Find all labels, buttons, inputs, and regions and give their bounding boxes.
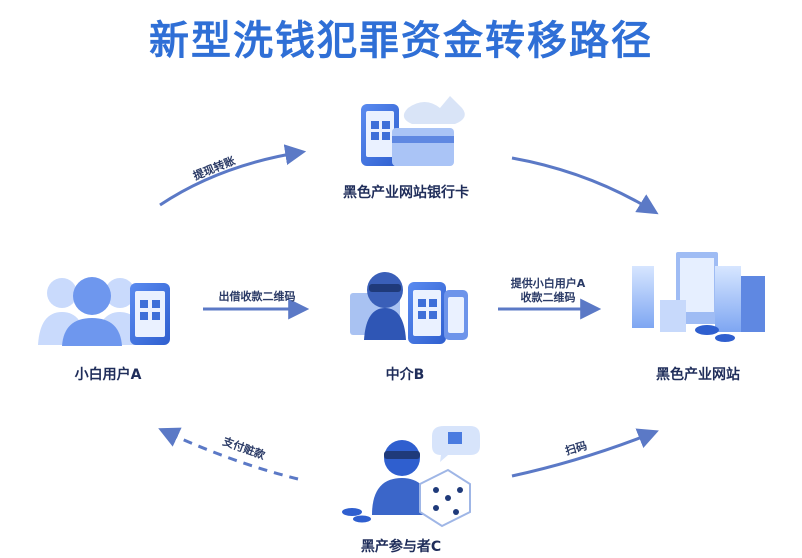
intermediary-illustration <box>350 272 468 344</box>
node-label-black-site: 黑色产业网站 <box>656 367 740 383</box>
arrow-pay-stolen <box>158 427 299 481</box>
edge-label-lend-qr: 出借收款二维码 <box>218 290 296 303</box>
edge-label-provide-qr-line2: 收款二维码 <box>520 291 576 304</box>
bank-card-illustration <box>361 96 465 166</box>
arrow-withdraw-transfer <box>159 144 307 207</box>
page-title: 新型洗钱犯罪资金转移路径 <box>149 18 653 64</box>
participant-c-illustration <box>342 426 480 528</box>
arrow-bank-to-site <box>511 156 659 215</box>
node-label-user-a: 小白用户A <box>74 367 142 383</box>
arrow-scan <box>511 428 659 478</box>
edge-label-provide-qr-line1: 提供小白用户A <box>510 277 586 290</box>
node-label-bank-card: 黑色产业网站银行卡 <box>343 185 469 201</box>
node-label-participant-c: 黑产参与者C <box>360 539 442 555</box>
black-site-illustration <box>632 252 765 342</box>
user-group-illustration <box>38 277 170 346</box>
node-label-intermediary-b: 中介B <box>385 367 425 383</box>
